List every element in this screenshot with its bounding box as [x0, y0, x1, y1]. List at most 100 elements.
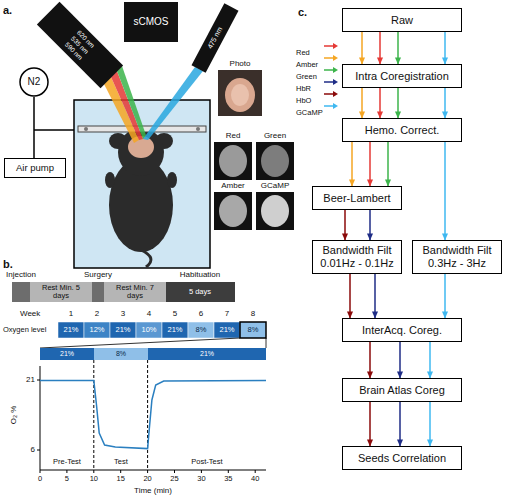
- light-beam: [117, 66, 147, 139]
- test-level: 21%: [200, 350, 214, 358]
- legend-arrow: [324, 81, 334, 83]
- node-text: Raw: [391, 14, 413, 27]
- legend-arrow: [324, 69, 334, 71]
- led-source: [37, 2, 123, 88]
- flow-arrow: [399, 342, 401, 378]
- oxygen-plot: [40, 381, 266, 449]
- legend-text: Green: [296, 72, 317, 81]
- axis-tick: 20: [143, 475, 151, 483]
- timeline-bar: [166, 282, 235, 302]
- timeline-bar: [92, 282, 104, 302]
- head-bar: [196, 127, 200, 131]
- oxygen-plot: [37, 380, 40, 381]
- timeline-bar: [30, 282, 92, 302]
- legend-arrow: [324, 105, 334, 107]
- filter-box: Bandwidth Filt0.01Hz - 0.1Hz: [312, 240, 402, 274]
- led-source: [37, 2, 239, 88]
- flow-arrow: [351, 142, 353, 186]
- process-box: InterAcq. Coreg.: [342, 318, 462, 342]
- flow-arrow: [349, 274, 351, 318]
- legend-arrow: [324, 93, 334, 95]
- flow-arrow: [369, 342, 371, 378]
- oxygen-plot: [93, 360, 94, 470]
- node-text: Brain Atlas Coreg: [359, 384, 445, 397]
- flow-arrow: [397, 88, 399, 118]
- filter-box: Bandwidth Filt0.3Hz - 3Hz: [412, 240, 502, 274]
- channel-image: [256, 192, 294, 230]
- process-box: Beer-Lambert: [312, 186, 402, 210]
- flow-arrow: [361, 32, 363, 64]
- legend-arrow: [324, 102, 339, 110]
- test-bar: [94, 348, 148, 360]
- channel-image: [219, 195, 247, 227]
- channel-label: Amber: [221, 182, 245, 191]
- flow-arrow: [444, 32, 446, 64]
- flow-arrow: [369, 142, 371, 186]
- channel-image: [261, 195, 289, 227]
- mouse: [167, 172, 177, 188]
- timeline-bar: [104, 282, 166, 302]
- legend-text: Amber: [296, 60, 318, 69]
- channel-image: [214, 142, 294, 230]
- node-text: 0.3Hz - 3Hz: [428, 257, 486, 270]
- oxygen-cell: 21%: [115, 326, 130, 334]
- photo-image: [225, 78, 255, 112]
- timeline-label: Rest Min. 7 days: [113, 284, 157, 301]
- oxygen-cell-fill: [240, 322, 266, 338]
- test-level: 8%: [116, 350, 126, 358]
- legend-arrow: [333, 67, 338, 73]
- legend-item: Red: [296, 41, 340, 51]
- phase-label: Test: [114, 458, 128, 466]
- light-beam: [143, 67, 203, 140]
- node-text: N2: [28, 76, 41, 88]
- mouse: [105, 128, 177, 267]
- air-line: [34, 129, 74, 131]
- legend-item: HbO: [296, 89, 340, 99]
- legend-arrow: [324, 90, 339, 98]
- legend-arrow: [333, 55, 338, 61]
- process-box: Brain Atlas Coreg: [342, 378, 462, 402]
- week-number: 2: [95, 310, 99, 319]
- oxygen-cell-fill: [214, 322, 240, 338]
- channel-label: GCaMP: [261, 182, 289, 191]
- flow-arrow: [444, 142, 446, 240]
- circle-outline: [20, 68, 48, 96]
- legend-text: GCaMP: [296, 108, 323, 117]
- oxygen-plot: [147, 360, 148, 470]
- process-box: Intra Coregistration: [342, 64, 462, 88]
- legend-item: GCaMP: [296, 101, 340, 111]
- axis-tick: 35: [224, 475, 232, 483]
- legend-text: HbR: [296, 84, 311, 93]
- oxygen-cell: 10%: [141, 326, 156, 334]
- channel-image: [256, 142, 294, 180]
- flow-arrow: [397, 32, 399, 64]
- zoom-lines: [40, 338, 266, 348]
- node-text: InterAcq. Coreg.: [362, 324, 442, 337]
- node-text: sCMOS: [134, 16, 169, 28]
- oxygen-cell-fill: [162, 322, 188, 338]
- node-text: Hemo. Correct.: [365, 124, 440, 137]
- process-box: Seeds Correlation: [342, 446, 462, 470]
- week-number: 5: [173, 310, 177, 319]
- photo-image: [231, 84, 249, 106]
- legend-arrow: [333, 103, 338, 109]
- axis-tick: 21: [26, 376, 35, 385]
- oxygen-cell: 8%: [196, 326, 207, 334]
- week-number: 6: [199, 310, 203, 319]
- oxygen-cell: 21%: [219, 326, 234, 334]
- flow-arrow: [429, 342, 431, 378]
- timeline-label: Injection: [6, 271, 36, 280]
- test-bar: [40, 348, 266, 360]
- oxygen-cell-fill: [84, 322, 110, 338]
- zoom-lines: [40, 338, 240, 348]
- oxygen-plot: [40, 366, 266, 470]
- oxygen-cell-fill: [58, 322, 266, 338]
- channel-image: [214, 192, 252, 230]
- photo-image: [218, 70, 262, 116]
- axis-tick: 6: [31, 446, 35, 455]
- timeline-bar: [12, 282, 235, 302]
- zoom-lines: [266, 338, 267, 348]
- oxygen-plot: [40, 470, 255, 473]
- legend-arrow: [333, 79, 338, 85]
- axis-tick: 15: [117, 475, 125, 483]
